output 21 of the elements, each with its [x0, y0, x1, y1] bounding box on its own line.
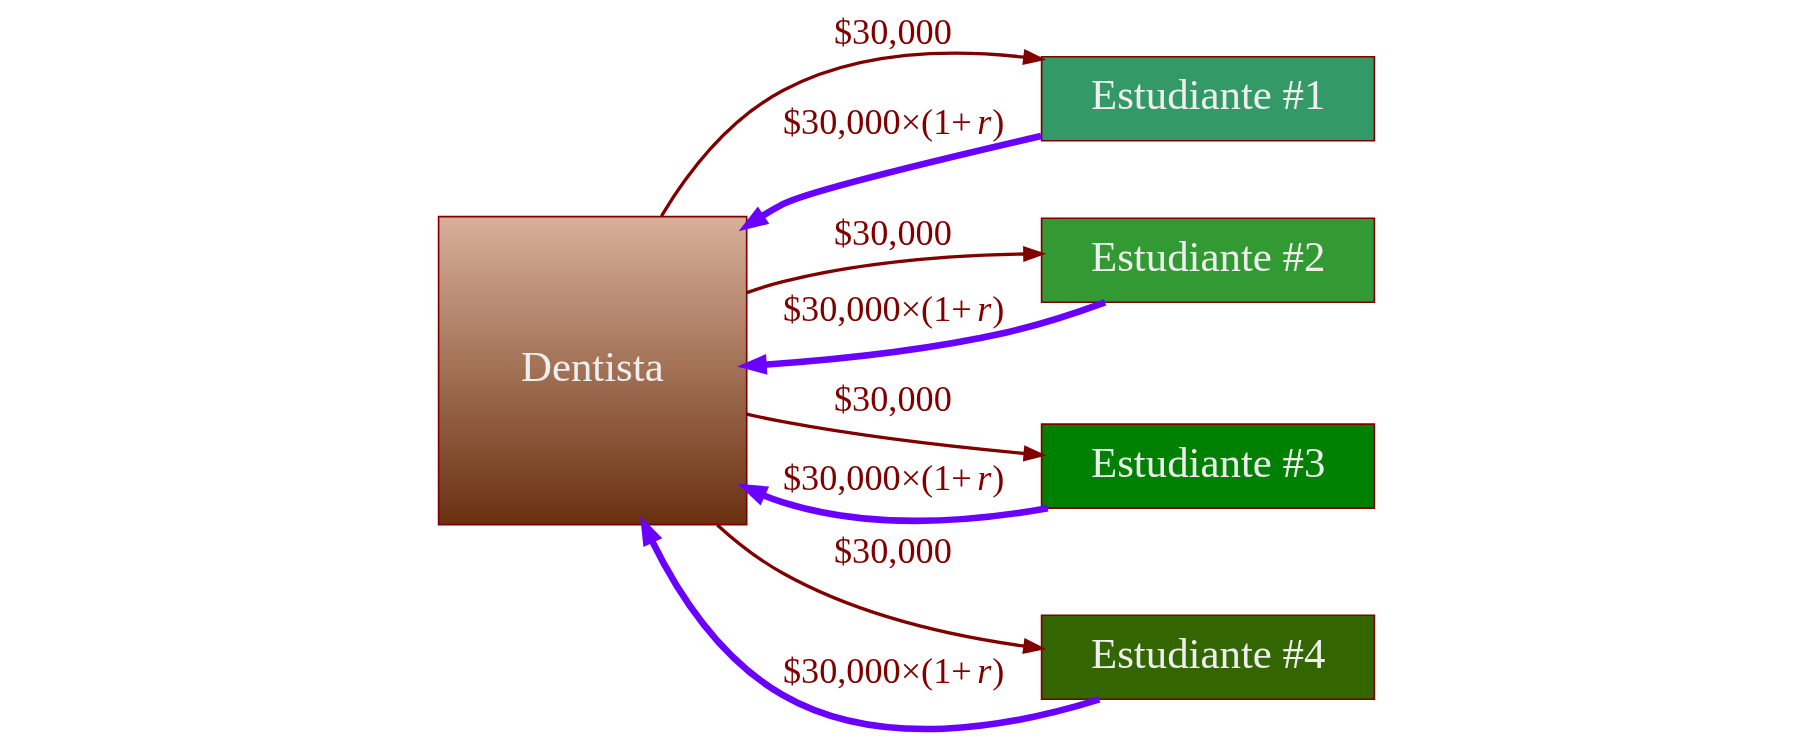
node-box: Dentista	[437, 215, 748, 526]
arrow	[660, 49, 1047, 217]
node-box: Estudiante #2	[1040, 217, 1376, 304]
arrow	[737, 483, 1049, 524]
edge-label: $30,000×(1+r)	[782, 102, 1005, 143]
node-box: Estudiante #4	[1040, 614, 1376, 701]
arrow	[738, 132, 1042, 232]
edge-label: $30,000	[834, 11, 952, 52]
node-box: Estudiante #1	[1040, 55, 1376, 142]
arrow	[737, 299, 1107, 375]
arrow	[746, 412, 1047, 462]
arrow	[640, 515, 1101, 733]
arrow	[746, 245, 1047, 295]
edge-label: $30,000×(1+r)	[782, 458, 1005, 499]
edge-label: $30,000	[834, 212, 952, 253]
node-box: Estudiante #3	[1040, 423, 1376, 509]
edge-label: $30,000×(1+r)	[782, 650, 1005, 691]
arrow	[716, 523, 1047, 655]
edge-label: $30,000	[834, 379, 952, 420]
edge-label: $30,000×(1+r)	[782, 288, 1005, 329]
edge-label: $30,000	[834, 530, 952, 571]
